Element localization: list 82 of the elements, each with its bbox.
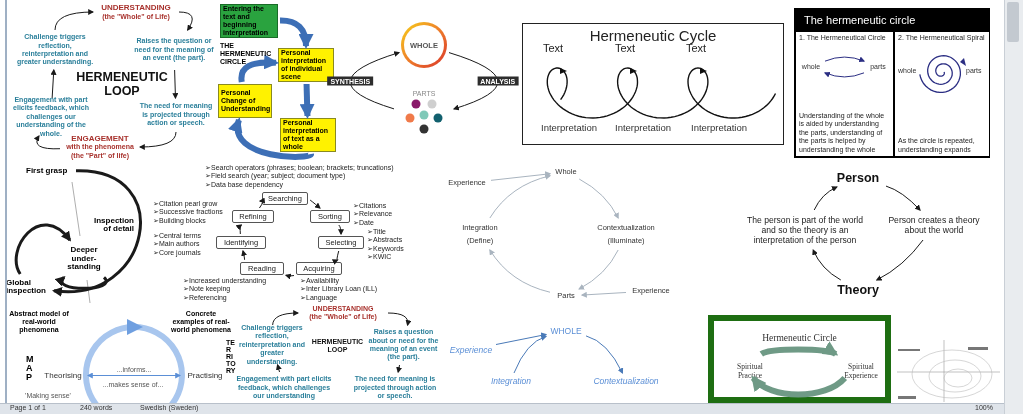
- arrow: [489, 249, 551, 293]
- arrow: [50, 68, 57, 99]
- cycle-word: Text: [543, 42, 565, 54]
- cycle-label: Contextualization: [593, 375, 659, 386]
- arrow: [585, 335, 623, 375]
- slide-frame: [708, 315, 891, 403]
- practice-label: Practising: [187, 371, 223, 380]
- slide-subpanel: [895, 32, 989, 156]
- arrow: [812, 248, 842, 281]
- arrow: [751, 375, 847, 398]
- cycle-word: Interpretation: [614, 122, 672, 133]
- arrow: [813, 186, 838, 211]
- arrow: [55, 275, 108, 290]
- arrow: [513, 335, 548, 374]
- arrow: [309, 199, 321, 209]
- arrow: [489, 174, 552, 219]
- process-box: [280, 118, 336, 152]
- arrow: [235, 224, 243, 235]
- process-step-box: [232, 210, 274, 223]
- double-arrow: [86, 372, 182, 379]
- cycle-node-label: Theory: [837, 282, 879, 297]
- arrow: [337, 224, 344, 236]
- arrow: [34, 134, 61, 150]
- arrow: [396, 364, 403, 374]
- arrow: [760, 342, 839, 357]
- diagram-frame: [522, 23, 784, 145]
- vertical-title: MAP: [26, 355, 35, 382]
- slide-panel: [794, 8, 990, 158]
- cycle-word: Interpretation: [540, 122, 598, 133]
- arrow: [349, 51, 401, 110]
- process-step-box: [240, 262, 284, 275]
- cycle-note: Person creates a theory about the world: [887, 214, 981, 236]
- arrow: [241, 249, 248, 261]
- arrow: [238, 54, 279, 83]
- spiral-label: Global inspection: [6, 278, 47, 296]
- practice-label: Theorising: [44, 371, 82, 380]
- loop-center-label: HERMENEUTIC LOOP: [76, 69, 169, 98]
- arrow: [284, 273, 295, 280]
- arrow: [490, 171, 552, 181]
- arrow: [578, 178, 619, 220]
- cycle-label: WHOLE: [550, 325, 582, 336]
- spiral-label: Inspection of detail: [93, 216, 134, 234]
- process-box: [220, 4, 278, 38]
- process-step-box: [310, 210, 350, 223]
- phase-heading: ENGAGEMENT: [71, 133, 129, 144]
- arrow: [299, 83, 315, 119]
- arrow: [54, 9, 95, 31]
- slide-title: Hermeneutic Circle: [762, 333, 837, 343]
- arrow: [276, 363, 282, 373]
- slide-title: The hermeneutic circle: [804, 14, 916, 26]
- arrow: [272, 310, 300, 326]
- arrow: [495, 332, 548, 345]
- arrow: [52, 169, 142, 296]
- process-step-box: [296, 262, 342, 275]
- arrow: [824, 56, 866, 63]
- cycle-label: Experience: [449, 344, 493, 355]
- arrow: [229, 117, 313, 160]
- spiral-label: First grasp: [26, 167, 68, 176]
- arrow: [823, 71, 865, 78]
- arrow: [172, 69, 179, 100]
- cycle-label: Integration: [490, 375, 532, 386]
- slide-subpanel: [796, 32, 893, 156]
- arrow: [138, 131, 177, 150]
- cycle-word: Interpretation: [690, 122, 748, 133]
- cycle-word: Text: [615, 42, 637, 54]
- process-step-box: [318, 236, 364, 249]
- arrow: [885, 185, 921, 211]
- spiral-label: Deeper under-standing: [66, 246, 102, 272]
- cycle-note: The person is part of the world and so the theory is an interpretation of the person: [745, 214, 865, 246]
- process-step-box: [262, 192, 308, 205]
- arrow: [580, 291, 627, 298]
- arrow: [332, 250, 340, 264]
- phase-heading: UNDERSTANDING: [101, 3, 171, 13]
- arrow: [875, 239, 924, 281]
- arrow: [448, 52, 499, 111]
- arrow: [578, 249, 619, 290]
- process-step-box: [216, 236, 266, 249]
- cycle-node-label: Person: [836, 170, 880, 185]
- arrow: [387, 312, 412, 327]
- arrow: [258, 197, 265, 209]
- arrow: [14, 223, 72, 275]
- frame-title: Hermeneutic Cycle: [589, 27, 717, 44]
